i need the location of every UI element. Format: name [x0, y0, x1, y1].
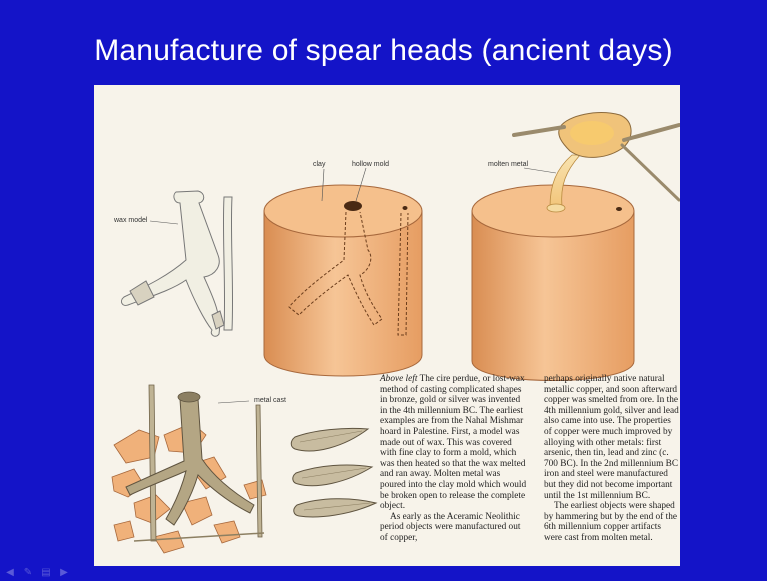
label-wax-model: wax model: [114, 217, 147, 224]
label-molten-metal: molten metal: [488, 161, 528, 168]
slide-controls: ◀ ✎ ▤ ▶: [0, 566, 767, 581]
molten-metal-pour-figure: [472, 113, 679, 381]
next-slide-icon[interactable]: ▶: [58, 567, 70, 579]
caption-text-1: The cire perdue, or lost-wax method of c…: [380, 374, 526, 511]
caption-lead: Above left: [380, 374, 417, 384]
spear-head-3: [294, 499, 376, 517]
caption-paragraph-1: Above left The cire perdue, or lost-wax …: [380, 374, 528, 512]
book-page-image: wax model clay hollow mold molten metal …: [94, 85, 680, 566]
label-metal-cast: metal cast: [254, 397, 286, 404]
prev-slide-icon[interactable]: ◀: [4, 567, 16, 579]
slide-title: Manufacture of spear heads (ancient days…: [0, 34, 767, 68]
metal-cast-figure: [112, 385, 266, 553]
menu-icon[interactable]: ▤: [40, 567, 52, 579]
pen-icon[interactable]: ✎: [22, 567, 34, 579]
spear-heads-figure: [291, 428, 376, 517]
caption-paragraph-2: As early as the Aceramic Neolithic perio…: [380, 512, 528, 544]
caption-column-right: perhaps originally native natural metall…: [544, 374, 680, 544]
clay-mold-figure: [264, 185, 422, 376]
caption-paragraph-3: perhaps originally native natural metall…: [544, 374, 680, 501]
caption-paragraph-4: The earliest objects were shaped by hamm…: [544, 501, 680, 543]
wax-model-figure: [121, 191, 232, 336]
caption-column-left: Above left The cire perdue, or lost-wax …: [380, 374, 528, 544]
spear-head-2: [293, 465, 372, 486]
label-clay: clay: [313, 161, 325, 168]
label-hollow-mold: hollow mold: [352, 161, 389, 168]
